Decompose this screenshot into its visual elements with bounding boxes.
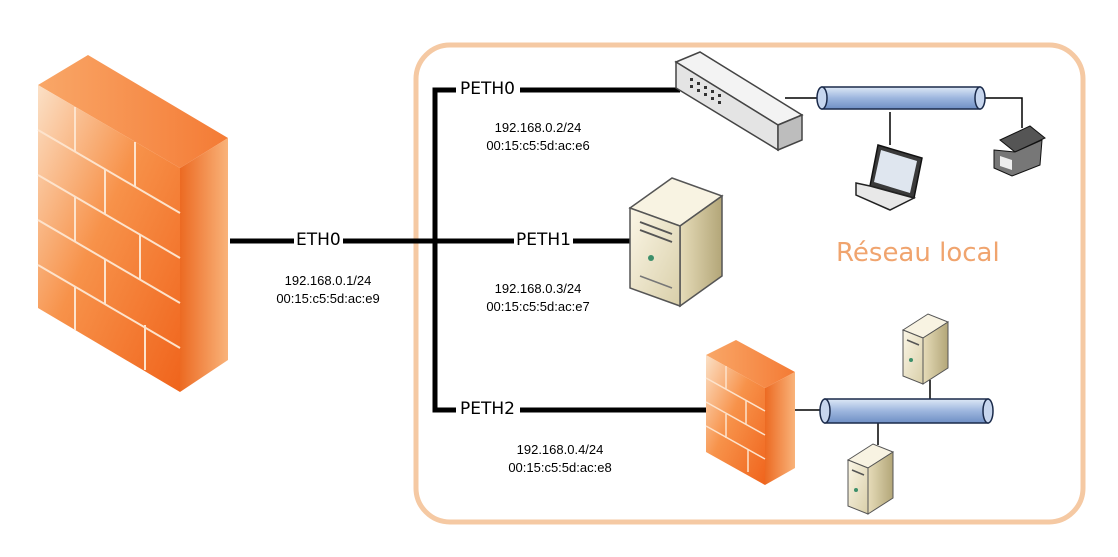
peth2-ip: 192.168.0.4/24 [516, 442, 604, 457]
peth2-label: PETH2 [458, 399, 517, 419]
lan-zone-border [413, 42, 1086, 525]
bus-icon [816, 86, 986, 110]
laptop-icon [855, 144, 923, 211]
server-icon [628, 177, 724, 308]
printer-icon [993, 125, 1046, 177]
peth1-address-block: 192.168.0.3/24 00:15:c5:5d:ac:e7 [478, 280, 598, 316]
firewall-icon [37, 55, 228, 392]
thin-links [785, 97, 1023, 445]
eth0-ip: 192.168.0.1/24 [284, 273, 372, 288]
server-icon [901, 313, 950, 385]
server-icon [846, 443, 895, 515]
peth0-address-block: 192.168.0.2/24 00:15:c5:5d:ac:e6 [478, 119, 598, 155]
peth0-label: PETH0 [458, 79, 517, 99]
eth0-mac: 00:15:c5:5d:ac:e9 [276, 291, 380, 306]
switch-icon [674, 51, 804, 152]
peth0-ip: 192.168.0.2/24 [494, 120, 582, 135]
lan-trunk-cable [432, 87, 456, 413]
peth1-mac: 00:15:c5:5d:ac:e7 [486, 299, 590, 314]
peth0-mac: 00:15:c5:5d:ac:e6 [486, 138, 590, 153]
peth1-ip: 192.168.0.3/24 [494, 281, 582, 296]
eth0-address-block: 192.168.0.1/24 00:15:c5:5d:ac:e9 [268, 272, 388, 308]
eth0-label: ETH0 [294, 230, 343, 250]
bus-icon [819, 398, 994, 424]
lan-zone-label: Réseau local [836, 238, 1000, 268]
peth1-label: PETH1 [514, 230, 573, 250]
peth2-mac: 00:15:c5:5d:ac:e8 [508, 460, 612, 475]
peth2-address-block: 192.168.0.4/24 00:15:c5:5d:ac:e8 [500, 441, 620, 477]
firewall-icon [705, 340, 795, 485]
